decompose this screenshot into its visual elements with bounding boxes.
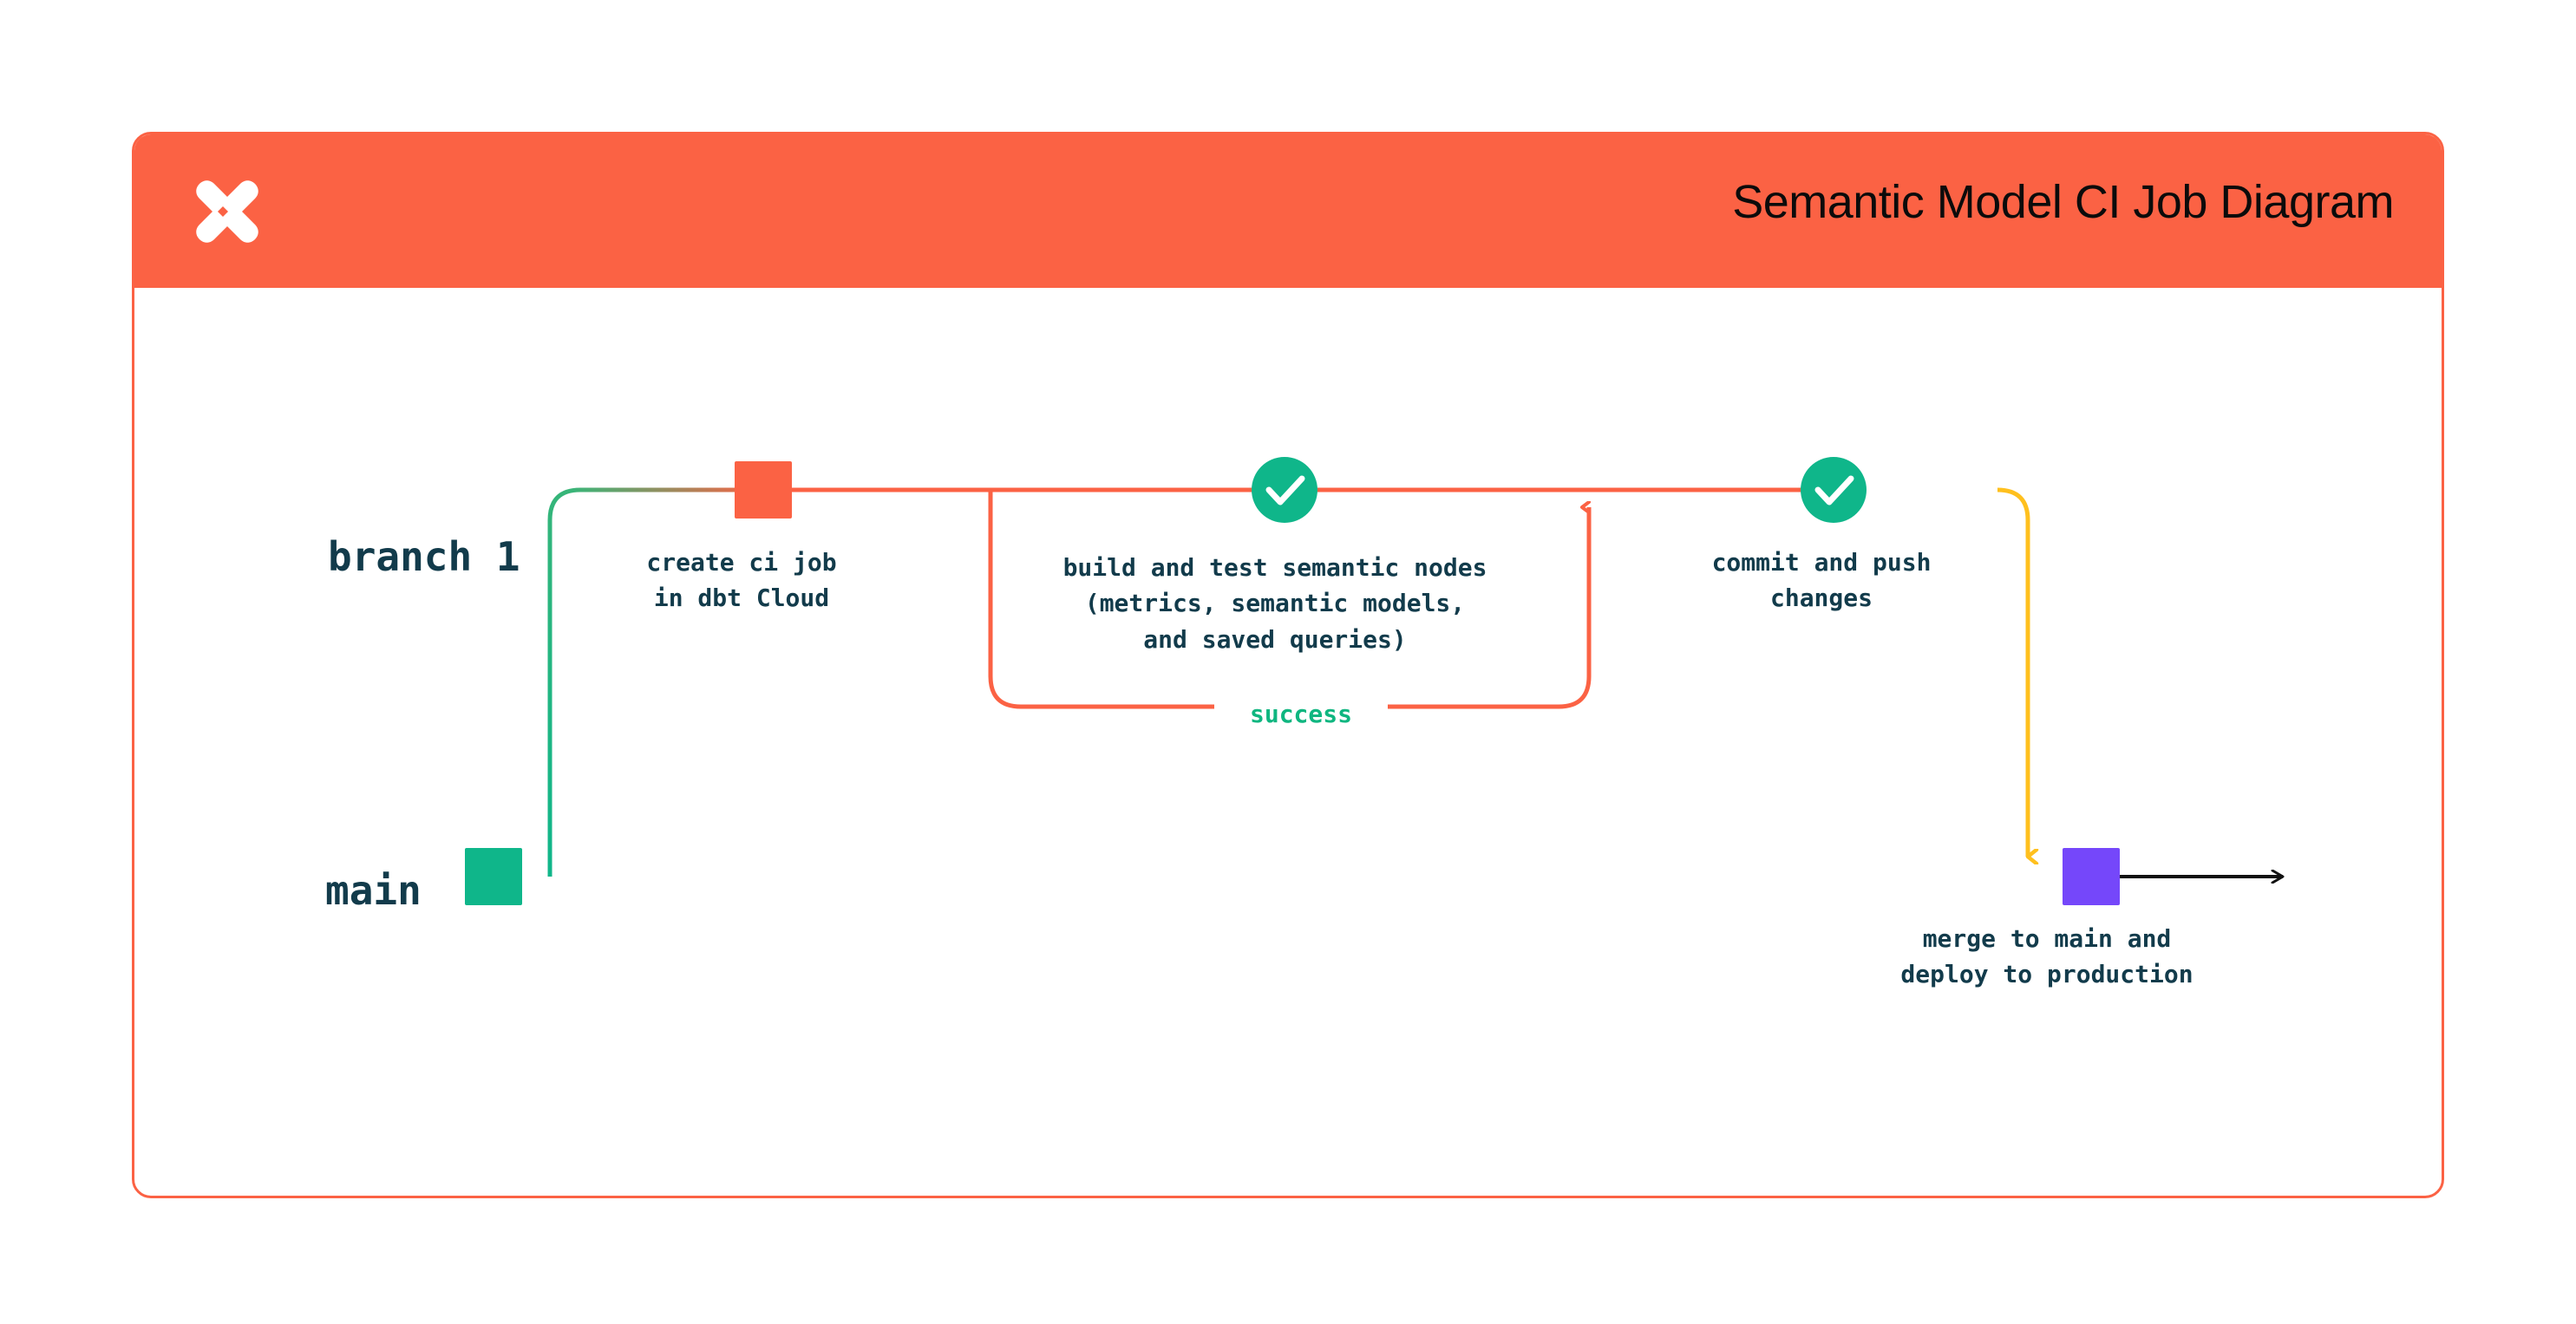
node-label-merge-deploy: merge to main and deploy to production (1900, 924, 2194, 989)
page-title: Semantic Model CI Job Diagram (1732, 176, 2394, 228)
dbt-logo-icon (184, 172, 262, 250)
lane-label-main: main (325, 867, 422, 914)
node-label-build-test: build and test semantic nodes (metrics, … (1062, 553, 1487, 654)
lane-label-branch1: branch 1 (328, 533, 520, 580)
edge-label-success: success (1214, 698, 1388, 730)
node-label-create-ci-job: create ci job in dbt Cloud (646, 548, 837, 613)
diagram-card: Semantic Model CI Job Diagram (132, 132, 2444, 1198)
card-header: Semantic Model CI Job Diagram (134, 134, 2442, 288)
node-label-commit-push: commit and push changes (1711, 548, 1932, 613)
